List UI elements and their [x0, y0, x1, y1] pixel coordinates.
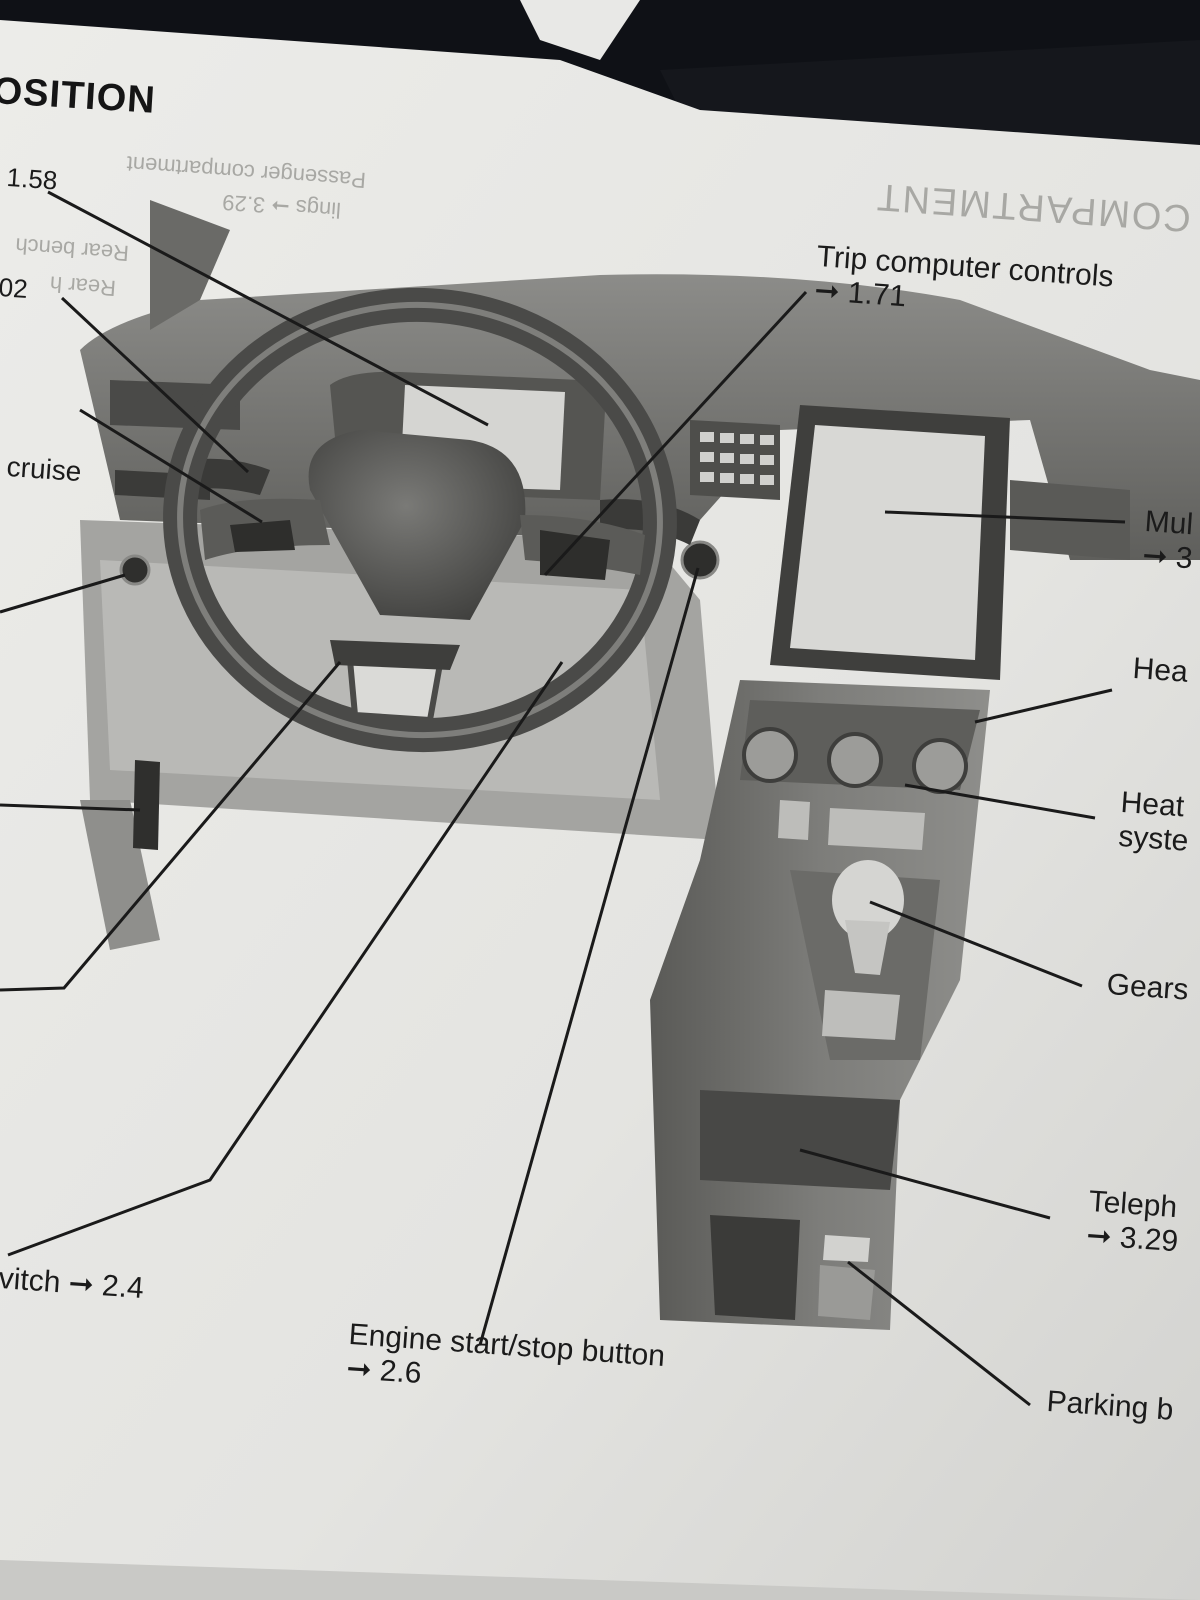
leader-line-engine: [478, 567, 700, 1346]
leader-line-left-pillar: [0, 803, 141, 812]
label-telephone-title: Teleph: [1087, 1185, 1179, 1225]
leader-line-switch: [7, 661, 564, 1257]
leader-line-heating-system: [904, 783, 1096, 820]
label-telephone: Teleph ➞ 3.29: [1085, 1185, 1181, 1259]
leader-line-heated: [974, 688, 1113, 724]
label-multimedia: Mul ➞ 3: [1141, 505, 1196, 576]
leader-line-lower-left: [0, 661, 342, 992]
leader-line-telephone: [799, 1148, 1051, 1220]
label-ref-1-58: 1.58: [5, 161, 59, 196]
page-heading: OSITION: [0, 70, 157, 122]
label-multimedia-title: Mul: [1143, 505, 1195, 542]
label-heating-system-line1: Heat: [1119, 786, 1186, 824]
leader-line-multimedia: [884, 510, 1126, 524]
leader-line-gears: [869, 900, 1083, 988]
leader-line-cruise: [79, 408, 263, 524]
leader-line-left-knob: [0, 573, 126, 614]
leader-line-trip-computer: [543, 290, 808, 577]
leader-lines: [0, 190, 1126, 1407]
label-telephone-ref: ➞ 3.29: [1085, 1218, 1180, 1259]
label-ref-02: 02: [0, 271, 29, 304]
label-multimedia-ref: ➞ 3: [1141, 538, 1194, 576]
leader-line-02: [60, 296, 250, 474]
label-gears: Gears: [1105, 968, 1190, 1007]
steering-wheel: [163, 287, 677, 753]
bleed-rear-line-2: Rear h: [49, 271, 117, 301]
label-heating-system-line2: syste: [1117, 819, 1190, 858]
label-cruise: cruise: [5, 450, 83, 488]
label-heated: Hea: [1131, 652, 1189, 689]
leader-line-parking: [847, 1260, 1031, 1407]
leader-line-1-58: [47, 190, 489, 427]
label-heating-system: Heat syste: [1117, 786, 1192, 859]
